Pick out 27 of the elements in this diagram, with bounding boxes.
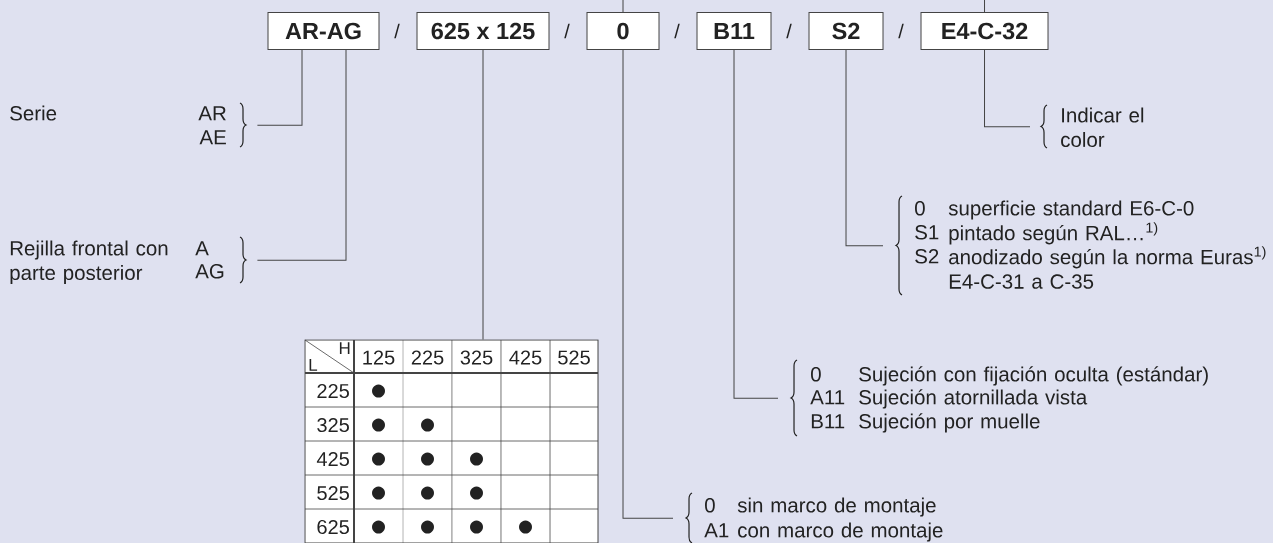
leader-line: [622, 0, 624, 13]
option-group: Rejilla frontal con parte posterior A AG: [10, 236, 247, 285]
code-box: E4-C-32: [920, 12, 1049, 50]
leader-line: [984, 49, 1031, 128]
option-group: 0 superficie standard E6-C-0 S1 pintado según RAL…$^{1)}$ S2 anodizado según la norma Euras$^{1)}$ E4-C-31 a C-35: [895, 195, 1266, 296]
leader-line: [256, 49, 347, 261]
leader-line: [984, 0, 985, 13]
leader-line: [482, 49, 484, 340]
separator-slash: /: [394, 23, 400, 39]
separator-slash: /: [564, 23, 570, 39]
option-group: 0 Sujeción con fijación oculta (estándar) A11 Sujeción atornillada vista B11 Sujeción por muelle: [790, 359, 1208, 437]
option-group: Serie AR AE: [10, 102, 247, 148]
code-box: 0: [586, 12, 660, 50]
leader-line: [256, 49, 303, 126]
leader-line: [845, 49, 884, 247]
code-box: S2: [808, 12, 884, 50]
leader-line: [733, 49, 779, 399]
code-box: 625 x 125: [416, 12, 550, 50]
code-box: AR-AG: [267, 12, 380, 50]
separator-slash: /: [898, 23, 904, 39]
size-table: H L 125 225 325 425 525 225 ● 325 ● ● 425 ● ● ● 525 ● ● ● 625 ● ● ● ●: [304, 339, 599, 543]
leader-line: [622, 49, 674, 519]
option-group: 0 sin marco de montaje A1 con marco de montaje: [685, 492, 943, 543]
option-group: Indicar el color: [1040, 104, 1144, 149]
separator-slash: /: [786, 23, 792, 39]
code-box: B11: [696, 12, 772, 50]
separator-slash: /: [674, 23, 680, 39]
